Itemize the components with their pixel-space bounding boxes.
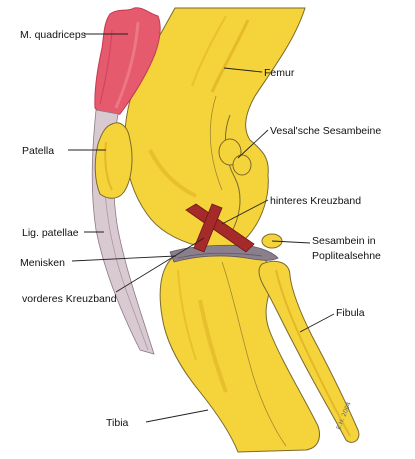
label-m-quadriceps: M. quadriceps (20, 29, 86, 41)
label-lig-patellae: Lig. patellae (22, 227, 79, 239)
label-sesambein-popliteal-line2: Popliteal­sehne (312, 250, 381, 262)
label-vesal-sesambeine: Vesal'sche Sesambeine (270, 125, 381, 137)
label-patella: Patella (22, 145, 54, 157)
label-menisken: Menisken (20, 257, 65, 269)
label-fibula: Fibula (336, 307, 365, 319)
label-vorderes-kreuzband: vorderes Kreuzband (22, 293, 117, 305)
label-tibia: Tibia (106, 417, 129, 429)
label-sesambein-popliteal-line1: Sesambein in (312, 235, 376, 247)
label-hinteres-kreuzband: hinteres Kreuzband (270, 195, 361, 207)
tibia-bone (160, 252, 319, 452)
label-femur: Femur (264, 67, 295, 79)
